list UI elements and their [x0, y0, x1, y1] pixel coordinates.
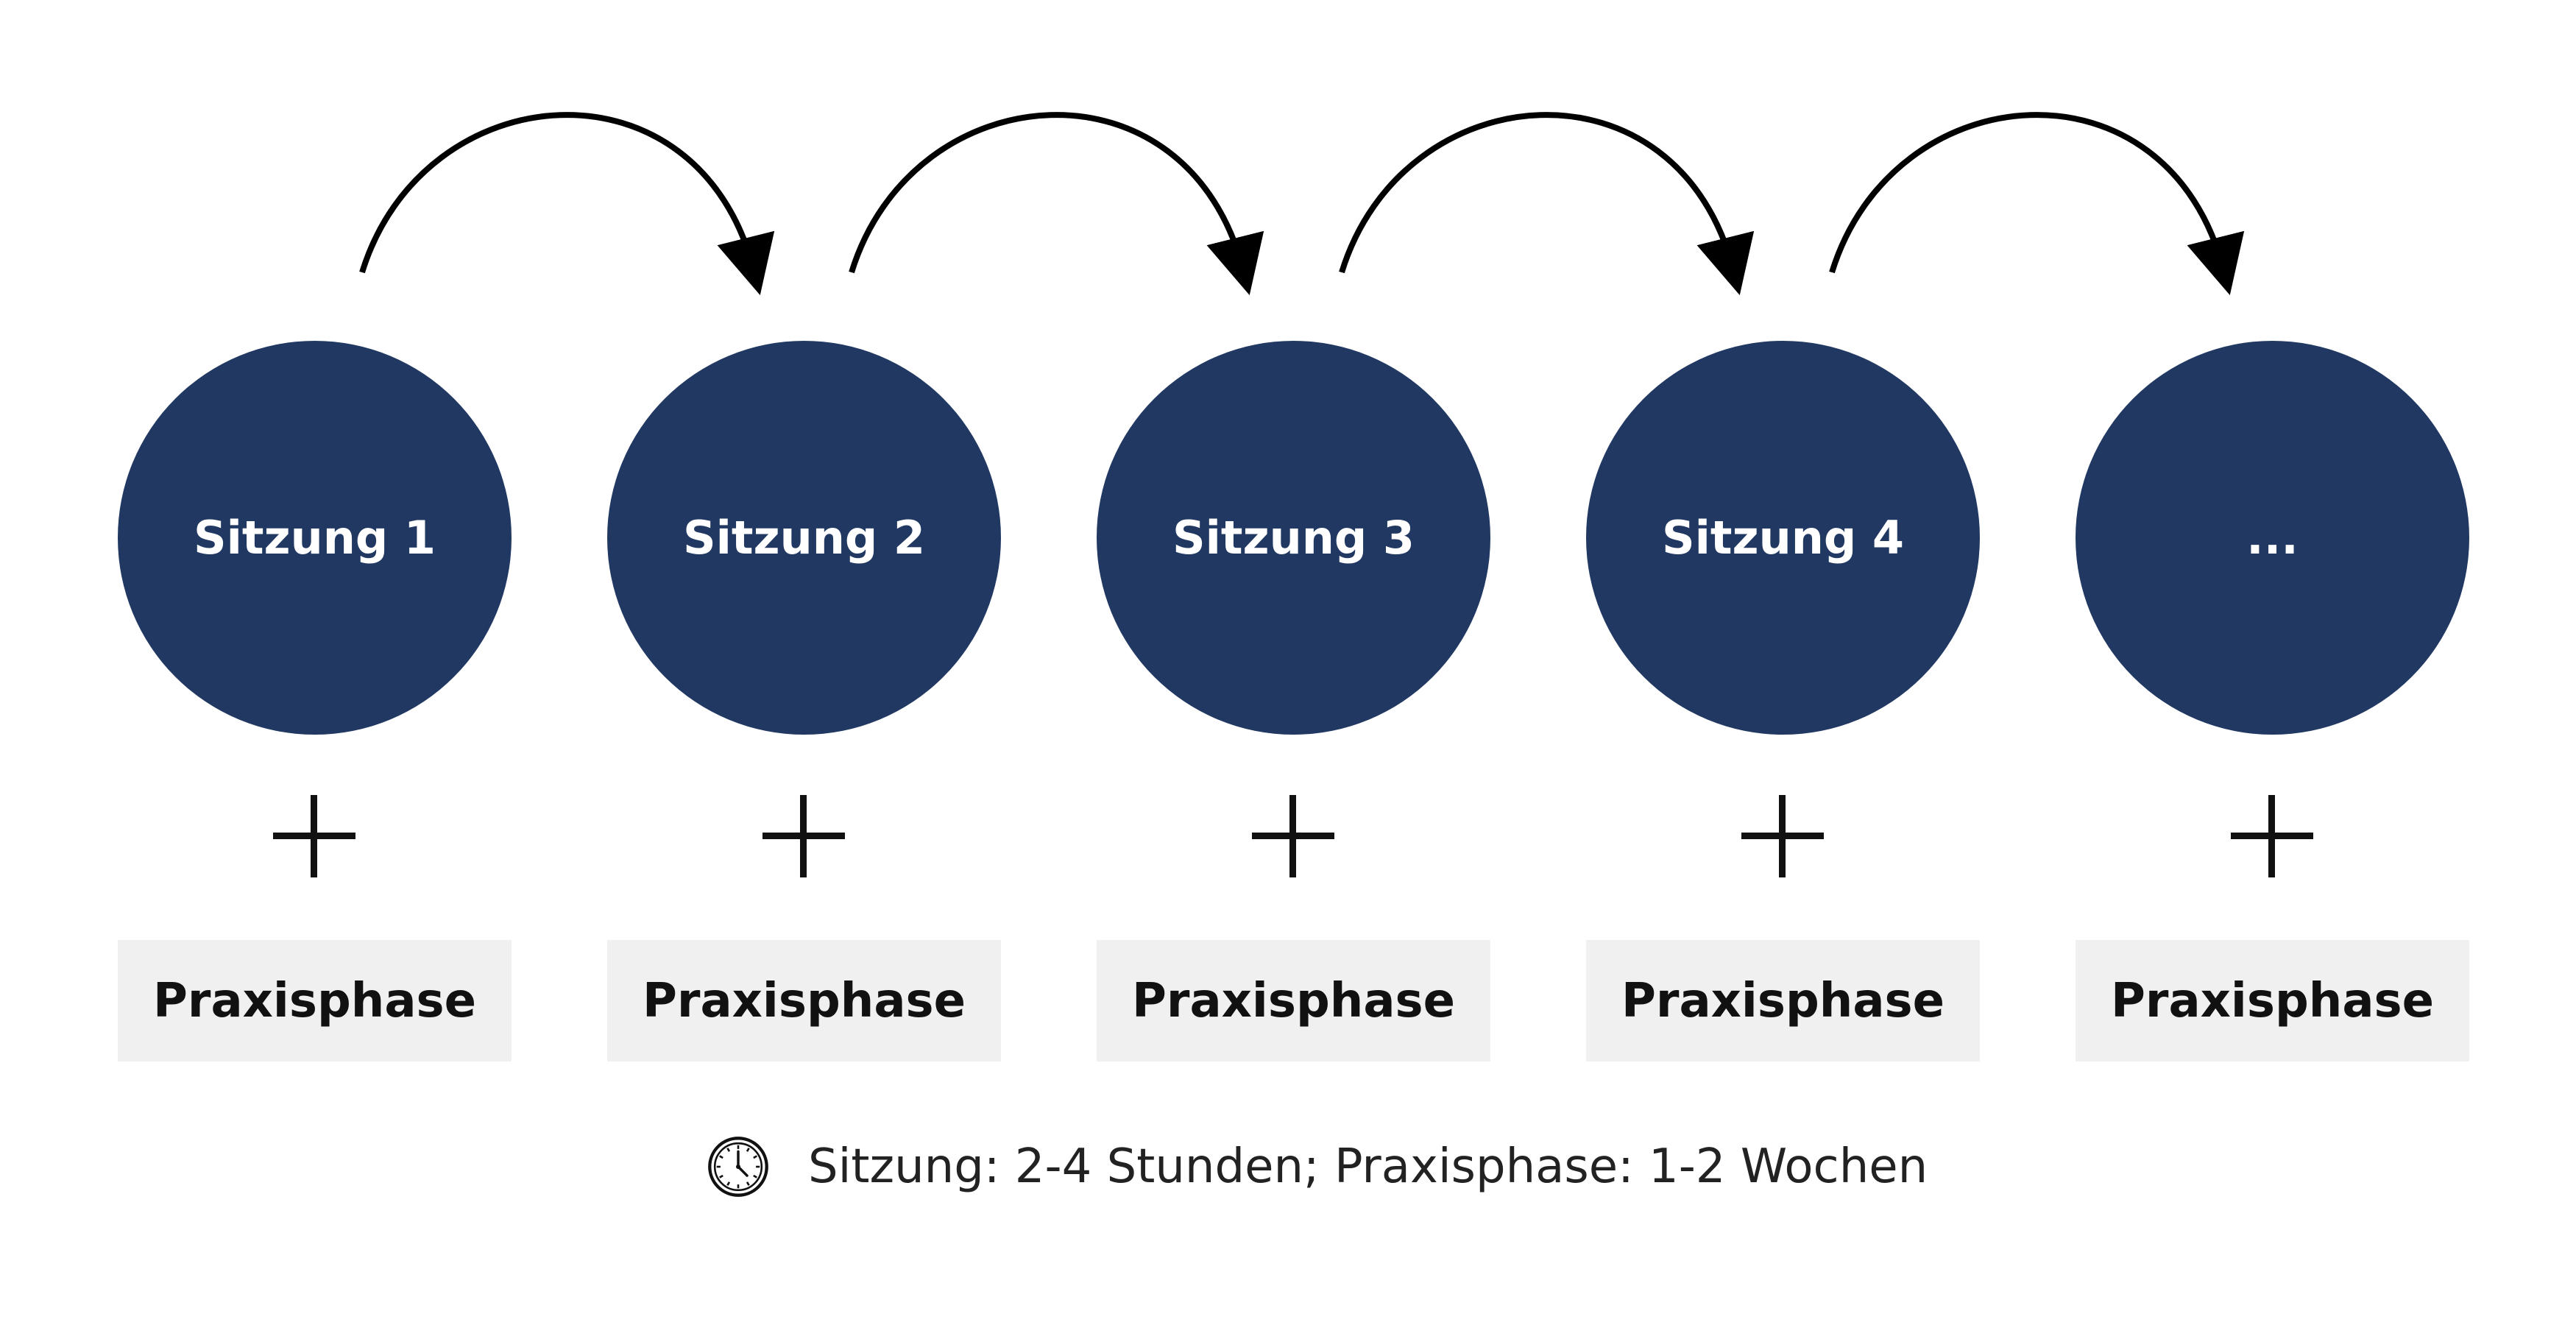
practice-phase-label: Praxisphase — [152, 973, 477, 1028]
step-3: Sitzung 3 Praxisphase — [1097, 0, 1490, 1067]
step-4: Sitzung 4 Praxisphase — [1586, 0, 1980, 1067]
practice-phase-box: Praxisphase — [1586, 940, 1980, 1061]
practice-phase-label: Praxisphase — [2110, 973, 2435, 1028]
step-2: Sitzung 2 Praxisphase — [607, 0, 1001, 1067]
plus-icon — [2231, 795, 2313, 877]
session-circle: Sitzung 2 — [607, 341, 1001, 735]
practice-phase-label: Praxisphase — [1621, 973, 1945, 1028]
session-circle: Sitzung 3 — [1097, 341, 1490, 735]
session-circle: Sitzung 1 — [118, 341, 512, 735]
practice-phase-box: Praxisphase — [2076, 940, 2469, 1061]
legend-text: Sitzung: 2-4 Stunden; Praxisphase: 1-2 W… — [808, 1140, 1928, 1194]
practice-phase-box: Praxisphase — [1097, 940, 1490, 1061]
step-5: ... Praxisphase — [2076, 0, 2469, 1067]
session-circle: ... — [2076, 341, 2469, 735]
clock-icon — [708, 1137, 768, 1197]
plus-icon — [1741, 795, 1824, 877]
practice-phase-label: Praxisphase — [1131, 973, 1456, 1028]
practice-phase-box: Praxisphase — [118, 940, 512, 1061]
session-label: Sitzung 3 — [1172, 511, 1415, 565]
session-label: Sitzung 2 — [682, 511, 925, 565]
session-circle: Sitzung 4 — [1586, 341, 1980, 735]
practice-phase-box: Praxisphase — [607, 940, 1001, 1061]
plus-icon — [1252, 795, 1334, 877]
practice-phase-label: Praxisphase — [642, 973, 966, 1028]
session-label: Sitzung 4 — [1661, 511, 1904, 565]
plus-icon — [762, 795, 845, 877]
session-label: ... — [2246, 511, 2299, 565]
session-label: Sitzung 1 — [193, 511, 436, 565]
plus-icon — [273, 795, 355, 877]
duration-legend: Sitzung: 2-4 Stunden; Praxisphase: 1-2 W… — [707, 1134, 1928, 1200]
step-1: Sitzung 1 Praxisphase — [118, 0, 512, 1067]
